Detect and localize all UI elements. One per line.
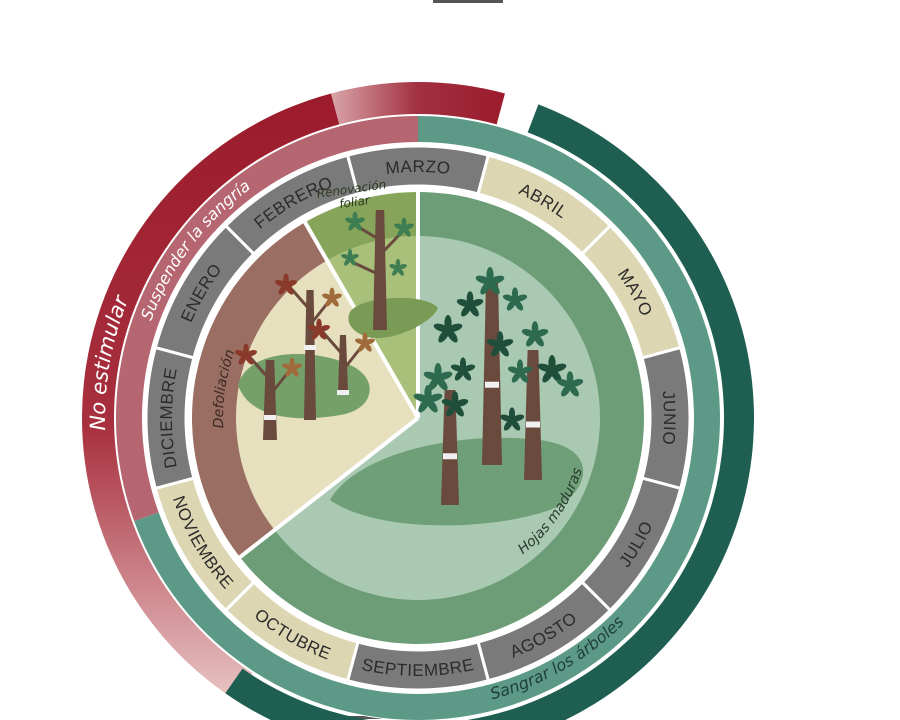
no-stimulate-band-fade [331, 82, 505, 125]
month-label-marzo: MARZO [385, 157, 452, 178]
suspend-band [115, 116, 419, 522]
renewal-label-line2: foliar [338, 193, 371, 211]
defoliation-band [192, 222, 328, 558]
tree-illustrations [234, 210, 584, 505]
renewal-ground [348, 297, 438, 339]
inner-phase-disc [192, 192, 644, 645]
top-edge-line [433, 0, 503, 3]
month-segment-diciembre [144, 345, 196, 491]
month-label-junio: JUNIO [659, 390, 679, 446]
no-stimulate-band [82, 93, 340, 700]
